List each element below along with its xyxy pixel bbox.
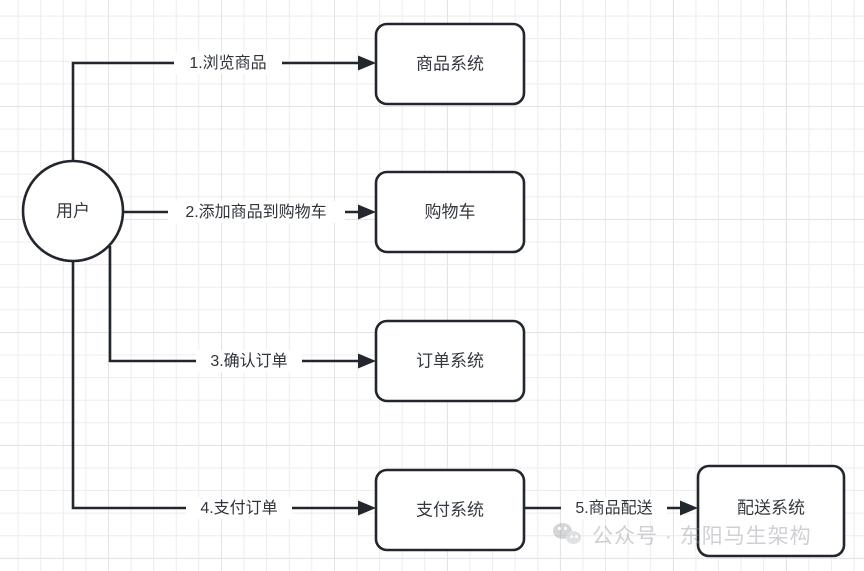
edge-2-add-to-cart: 2.添加商品到购物车 (123, 201, 376, 223)
node-payment-system[interactable]: 支付系统 (374, 468, 526, 552)
node-product-system-label: 商品系统 (416, 54, 484, 73)
edge-2-label-bg (168, 201, 345, 223)
edge-4-pay-order: 4.支付订单 (71, 261, 376, 519)
edge-4-label-bg (186, 497, 292, 519)
node-delivery-system[interactable]: 配送系统 (696, 464, 846, 558)
node-order-system-shape[interactable] (374, 319, 526, 403)
node-payment-system-shape[interactable] (374, 468, 526, 552)
node-shopping-cart-label: 购物车 (425, 202, 476, 221)
edge-1-path (71, 61, 366, 161)
node-order-system-label: 订单系统 (416, 351, 484, 370)
edge-5-arrowhead (680, 500, 698, 516)
edge-1-label: 1.浏览商品 (189, 54, 266, 72)
edge-3-path (108, 246, 366, 363)
node-user-label: 用户 (56, 201, 90, 220)
edge-2-label: 2.添加商品到购物车 (185, 203, 326, 221)
node-shopping-cart-shape[interactable] (374, 170, 526, 254)
node-shopping-cart[interactable]: 购物车 (374, 170, 526, 254)
edge-3-label-bg (196, 350, 302, 372)
edge-1-label-bg (174, 52, 282, 74)
edge-4-label: 4.支付订单 (200, 499, 277, 517)
node-delivery-system-shape[interactable] (696, 464, 846, 558)
edge-3-confirm-order: 3.确认订单 (108, 246, 376, 372)
node-payment-system-label: 支付系统 (416, 500, 484, 519)
edge-3-arrowhead (358, 353, 376, 369)
node-product-system[interactable]: 商品系统 (374, 22, 526, 106)
node-user-shape[interactable] (21, 159, 125, 263)
edge-4-arrowhead (358, 500, 376, 516)
edge-1-arrowhead (358, 55, 376, 71)
edge-5-label: 5.商品配送 (575, 499, 652, 517)
edge-1-browse-products: 1.浏览商品 (71, 52, 376, 161)
edge-3-label: 3.确认订单 (210, 352, 287, 370)
edge-2-arrowhead (358, 204, 376, 220)
node-order-system[interactable]: 订单系统 (374, 319, 526, 403)
edge-5-product-delivery: 5.商品配送 (524, 497, 698, 519)
node-product-system-shape[interactable] (374, 22, 526, 106)
node-delivery-system-label: 配送系统 (737, 498, 805, 517)
edge-5-label-bg (561, 497, 667, 519)
node-user[interactable]: 用户 (21, 159, 125, 263)
edge-4-path (71, 261, 366, 510)
